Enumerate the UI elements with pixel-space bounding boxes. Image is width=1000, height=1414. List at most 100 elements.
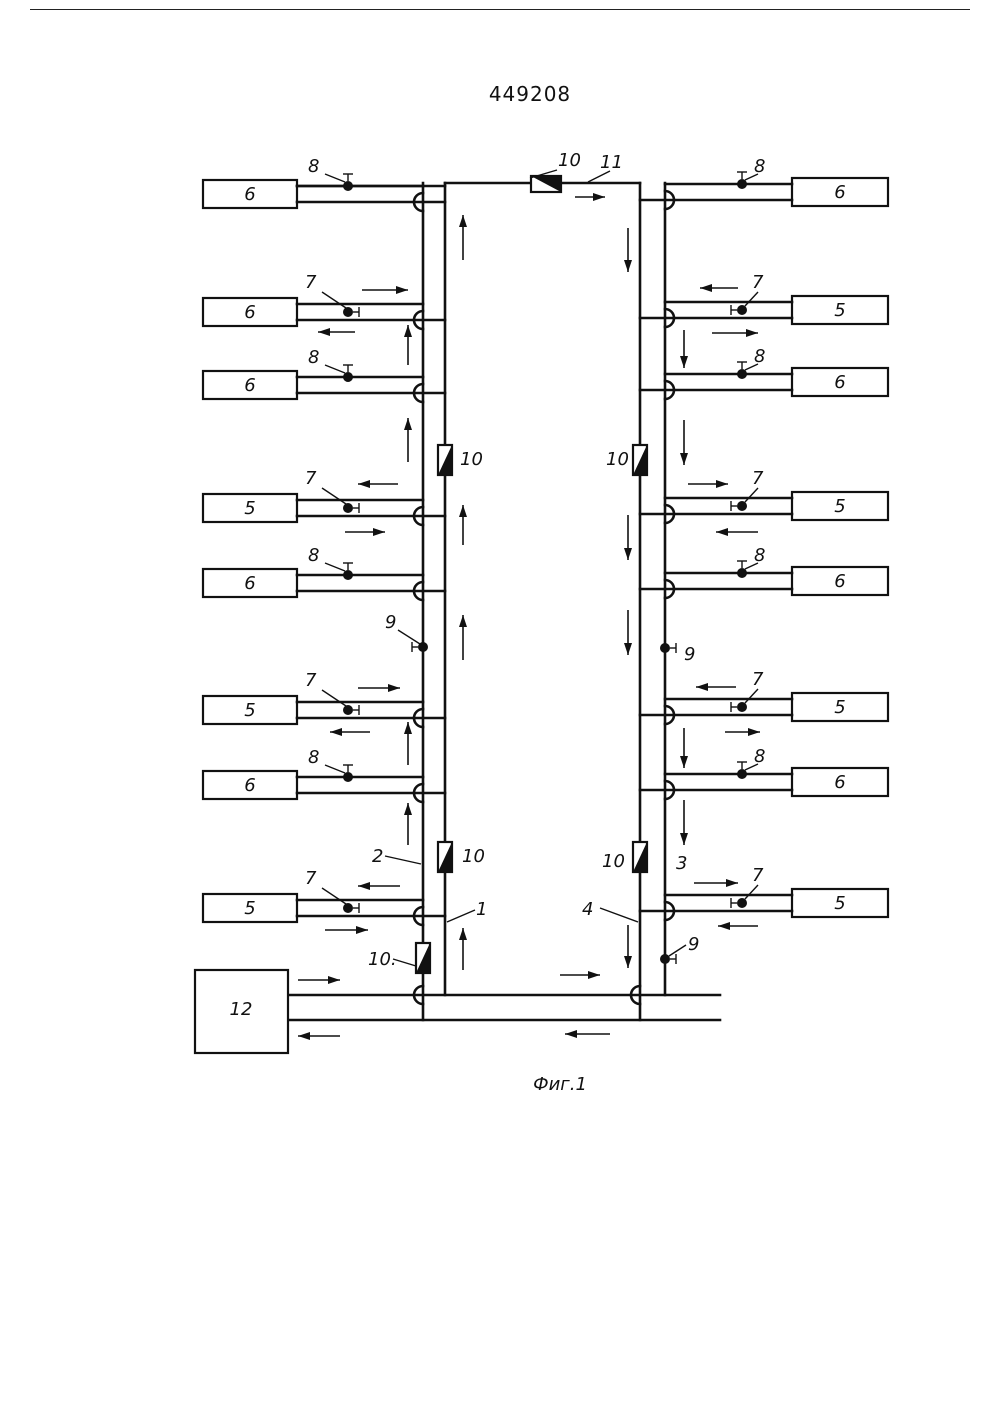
right-leader-8-1: [745, 174, 758, 180]
left-label-8-1: 8: [308, 156, 319, 177]
flow-arrow-riser2-a-head: [404, 325, 412, 337]
right-valve-7-6: [737, 702, 747, 712]
left-label-7-6: 7: [305, 670, 317, 691]
right-label-9-lower: 9: [688, 934, 699, 955]
flow-arrow-top-head: [593, 193, 605, 201]
label-10-left-bottom: 10.: [368, 949, 397, 970]
flow-right-8-out-head: [718, 922, 730, 930]
flow-arrow-riser1-a-head: [459, 215, 467, 227]
left-unit-8-label: 5: [244, 898, 255, 919]
right-unit-8-label: 5: [834, 893, 845, 914]
flow-left-4-in-head: [373, 528, 385, 536]
right-unit-1-label: 6: [834, 182, 845, 203]
right-valve-9-upper: [660, 643, 670, 653]
left-label-7-4: 7: [305, 468, 317, 489]
right-leader-8-5: [745, 563, 758, 569]
right-leader-7-2: [745, 292, 758, 306]
flow-arrow-riser2-b-head: [404, 418, 412, 430]
flow-arrow-riser3-d-head: [680, 833, 688, 845]
left-leader-7-2: [322, 292, 346, 308]
right-leader-7-6: [745, 689, 758, 703]
left-label-7-8: 7: [305, 868, 317, 889]
flow-arrow-riser4-c-head: [624, 643, 632, 655]
flow-arrow-riser2-d-head: [404, 803, 412, 815]
flow-right-4-in-head: [716, 480, 728, 488]
label-11: 11: [600, 152, 623, 173]
leader-pipe-4: [600, 908, 638, 922]
right-valve-7-2: [737, 305, 747, 315]
right-unit-7-label: 6: [834, 772, 845, 793]
flow-right-8-in-head: [726, 879, 738, 887]
flow-arrow-riser1-b-head: [459, 505, 467, 517]
right-leader-9-lower: [669, 945, 686, 956]
left-leader-8-7: [325, 765, 345, 773]
label-10-right-lower: 10: [602, 851, 625, 872]
left-label-8-3: 8: [308, 347, 319, 368]
flow-left-4-out-head: [358, 480, 370, 488]
right-label-7-8: 7: [752, 865, 764, 886]
left-leader-7-8: [322, 888, 346, 904]
left-leader-9: [398, 630, 420, 644]
right-leader-7-4: [745, 488, 758, 502]
right-unit-3-label: 6: [834, 372, 845, 393]
right-label-7-6: 7: [752, 669, 764, 690]
label-pipe-1: 1: [476, 899, 487, 920]
left-leader-7-4: [322, 488, 346, 504]
right-valve-7-8: [737, 898, 747, 908]
left-label-8-5: 8: [308, 545, 319, 566]
left-label-9: 9: [385, 612, 396, 633]
label-pipe-4: 4: [582, 899, 593, 920]
left-unit-3-label: 6: [244, 375, 255, 396]
flow-right-6-out-head: [696, 683, 708, 691]
flow-left-2-out-head: [318, 328, 330, 336]
left-unit-5-label: 6: [244, 573, 255, 594]
flow-left-8-in-head: [356, 926, 368, 934]
left-unit-1-label: 6: [244, 184, 255, 205]
leader-11: [588, 171, 610, 182]
left-valve-7-4: [343, 503, 353, 513]
flow-arrow-riser3-a-head: [680, 356, 688, 368]
flow-left-2-in-head: [396, 286, 408, 294]
left-unit-6-label: 5: [244, 700, 255, 721]
label-10-right-upper: 10: [606, 449, 629, 470]
flow-arrow-bottom-return-head: [565, 1030, 577, 1038]
left-leader-7-6: [322, 690, 346, 706]
right-unit-2-label: 5: [834, 300, 845, 321]
right-label-8-3: 8: [754, 346, 765, 367]
left-leader-8-1: [325, 174, 345, 182]
right-leader-8-7: [745, 764, 758, 770]
flow-arrow-riser1-c-head: [459, 615, 467, 627]
label-pipe-2: 2: [372, 846, 383, 867]
flow-arrow-12-out-head: [328, 976, 340, 984]
left-unit-2-label: 6: [244, 302, 255, 323]
label-pipe-3: 3: [676, 853, 687, 874]
flow-right-4-out-head: [716, 528, 728, 536]
flow-right-2-out-head: [700, 284, 712, 292]
right-unit-4-label: 5: [834, 496, 845, 517]
right-label-7-2: 7: [752, 272, 764, 293]
right-label-8-7: 8: [754, 746, 765, 767]
flow-arrow-riser3-c-head: [680, 756, 688, 768]
right-unit-6-label: 5: [834, 697, 845, 718]
left-unit-4-label: 5: [244, 498, 255, 519]
leader-pipe-2: [385, 856, 421, 864]
flow-arrow-riser4-b-head: [624, 548, 632, 560]
flow-arrow-riser4-a-head: [624, 260, 632, 272]
flow-arrow-riser2-c-head: [404, 722, 412, 734]
label-10-left-lower: 10: [462, 846, 485, 867]
label-10-left-upper: 10: [460, 449, 483, 470]
right-label-9-upper: 9: [684, 644, 695, 665]
left-valve-7-8: [343, 903, 353, 913]
figure-caption: Фиг.1: [500, 1074, 620, 1095]
flow-arrow-riser1-d-head: [459, 928, 467, 940]
flow-left-6-out-head: [330, 728, 342, 736]
flow-arrow-riser4-d-head: [624, 956, 632, 968]
right-label-8-5: 8: [754, 545, 765, 566]
left-leader-8-3: [325, 365, 345, 373]
right-valve-7-4: [737, 501, 747, 511]
flow-right-2-in-head: [746, 329, 758, 337]
leader-pipe-1: [447, 910, 475, 922]
right-unit-5-label: 6: [834, 571, 845, 592]
left-valve-7-6: [343, 705, 353, 715]
